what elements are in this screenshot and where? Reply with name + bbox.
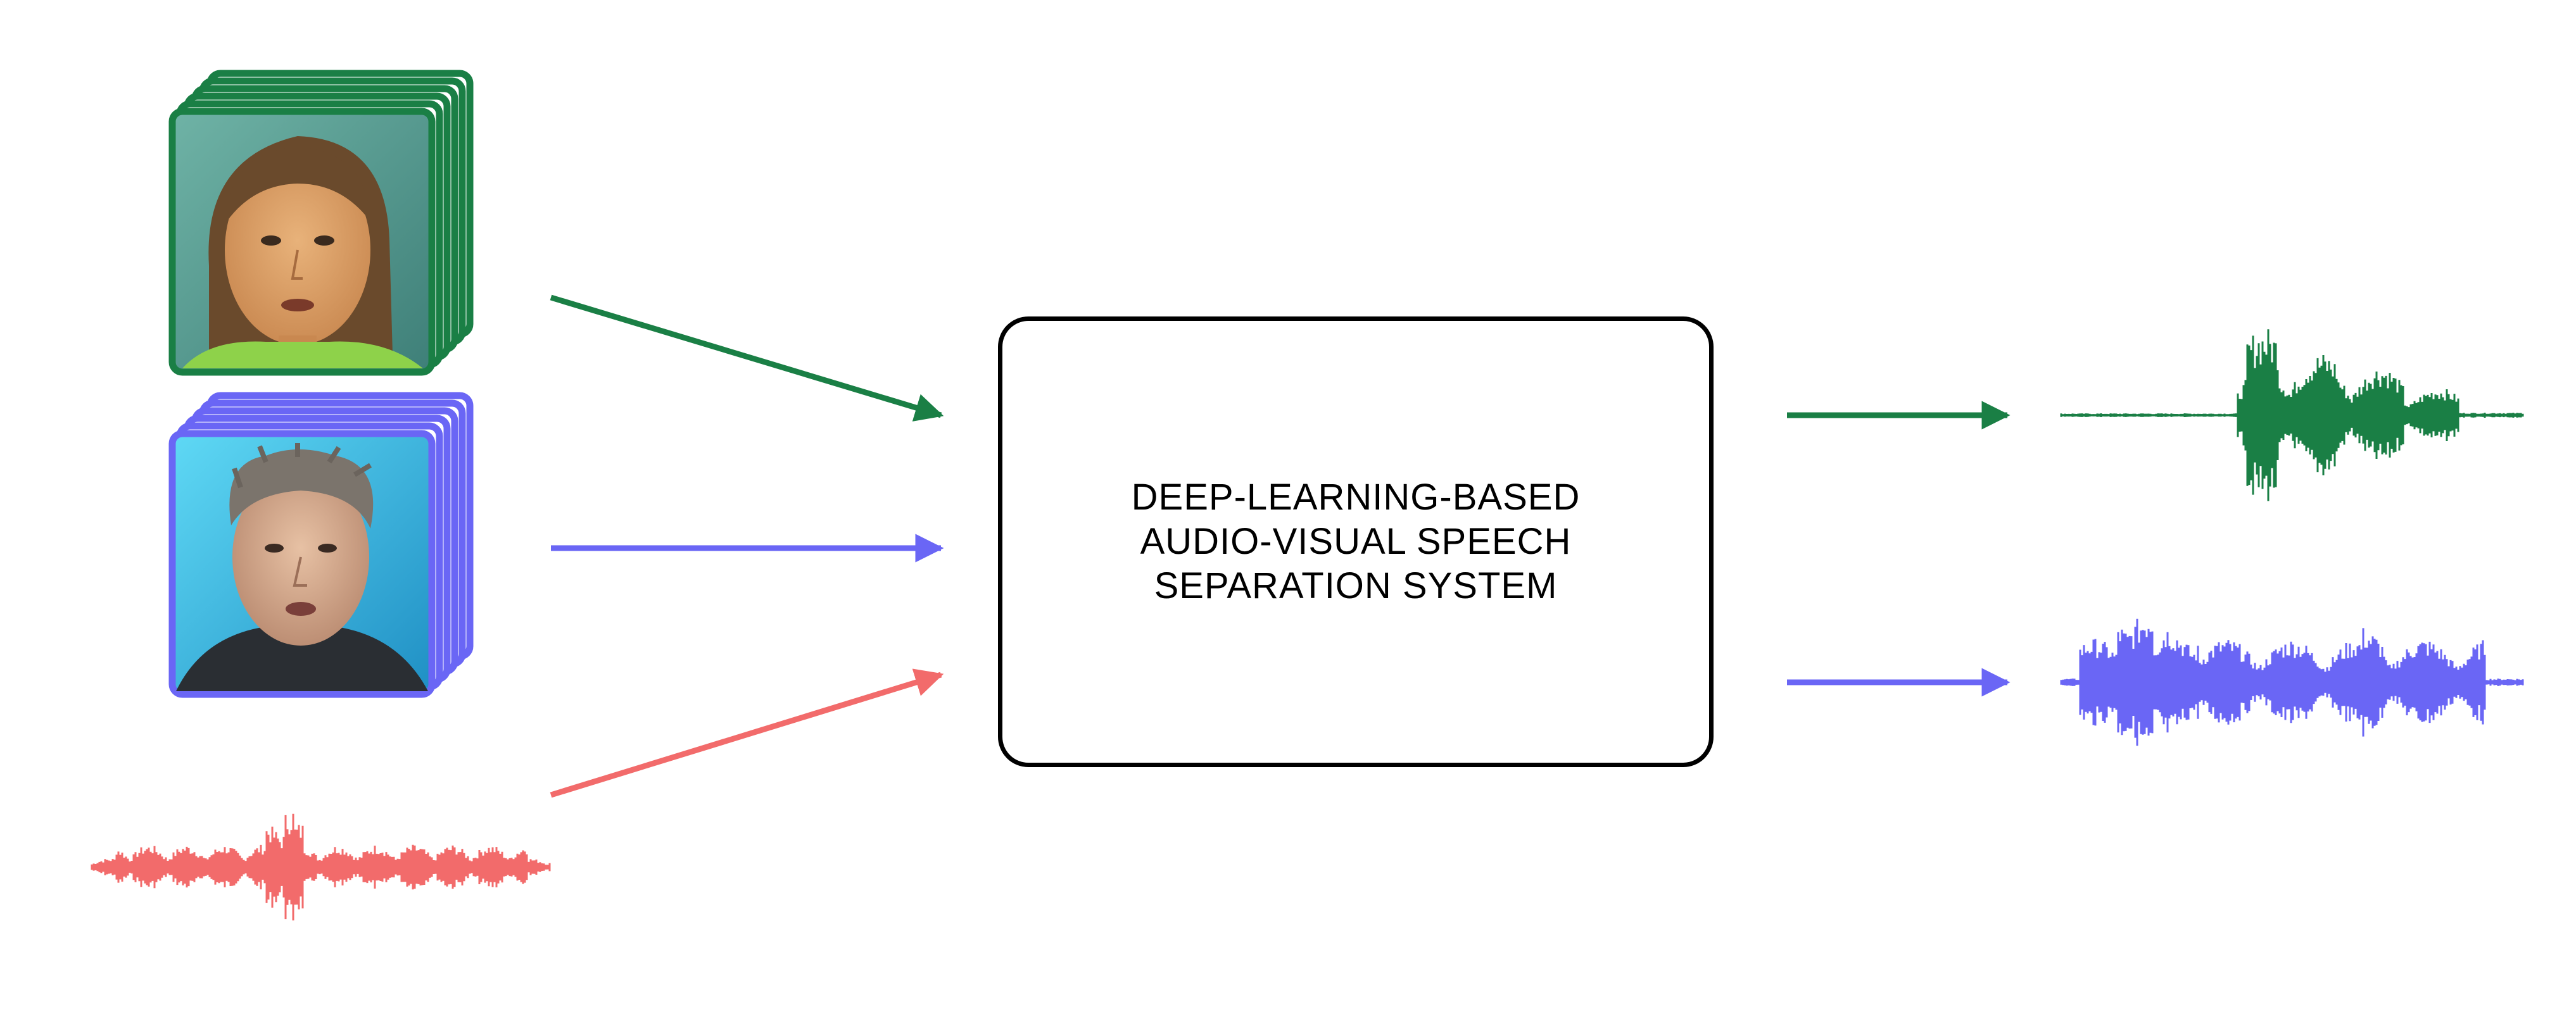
waveform-trace bbox=[2060, 329, 2524, 501]
arrow-speaker-1-to-system bbox=[550, 294, 944, 422]
mixed-audio-waveform-icon bbox=[91, 813, 551, 921]
separated-waveform-speaker-1-icon bbox=[2060, 329, 2524, 501]
separated-waveform-speaker-2-icon bbox=[2060, 618, 2524, 746]
system-label-line-1: DEEP-LEARNING-BASED bbox=[1131, 477, 1581, 518]
system-label-line-3: SEPARATION SYSTEM bbox=[1154, 565, 1558, 606]
waveform-trace bbox=[2060, 618, 2524, 746]
female-speaker-face-frames-icon bbox=[168, 70, 474, 376]
arrow-mixture-to-system bbox=[550, 668, 944, 798]
female-face-image bbox=[182, 136, 423, 368]
waveform-trace bbox=[91, 813, 551, 921]
male-face-image bbox=[176, 443, 428, 691]
system-label: DEEP-LEARNING-BASED AUDIO-VISUAL SPEECH … bbox=[1132, 475, 1581, 608]
system-label-line-2: AUDIO-VISUAL SPEECH bbox=[1140, 521, 1572, 562]
separation-system-box: DEEP-LEARNING-BASED AUDIO-VISUAL SPEECH … bbox=[998, 316, 1714, 767]
male-speaker-face-frames-icon bbox=[168, 392, 474, 698]
